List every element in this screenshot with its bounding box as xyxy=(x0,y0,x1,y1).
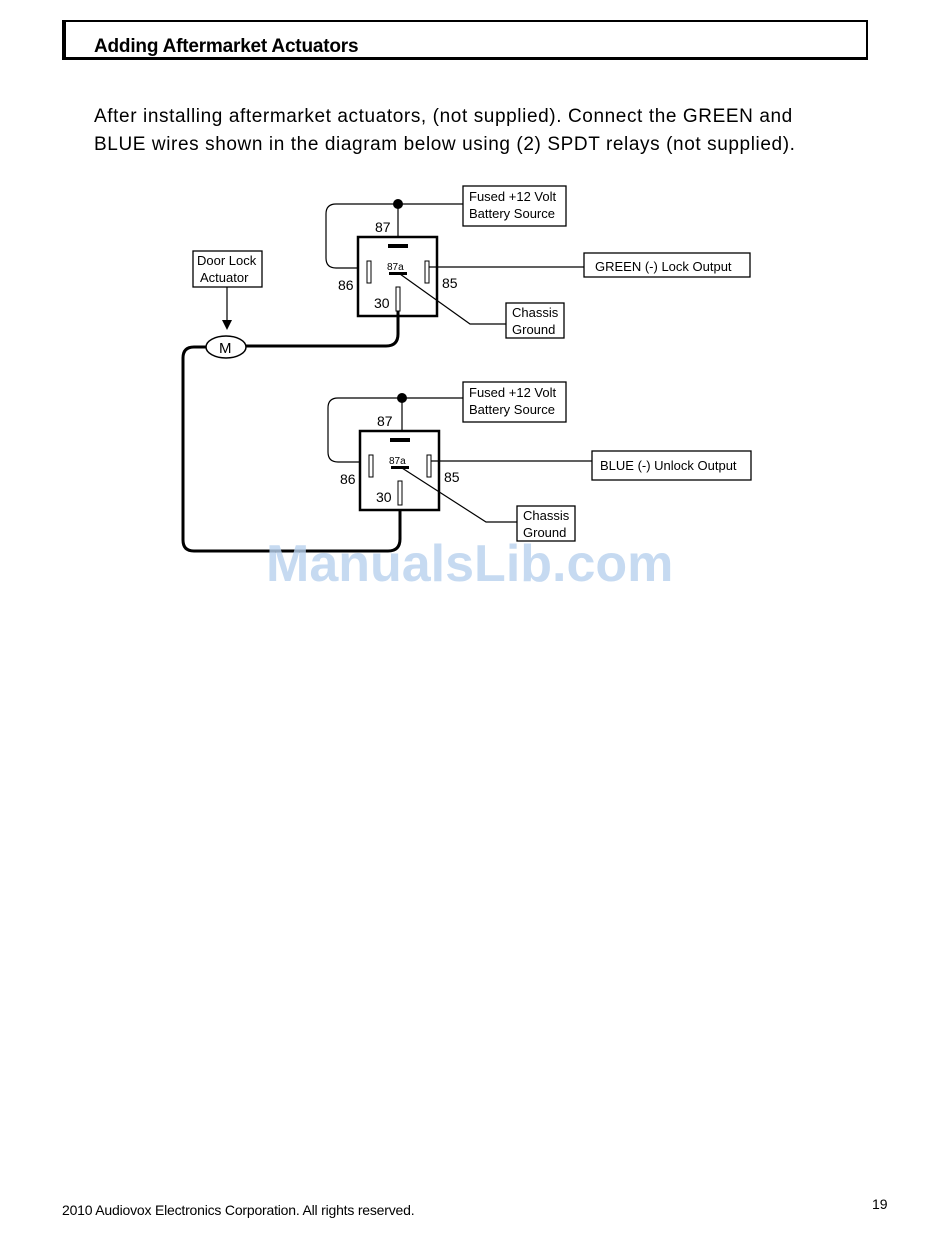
footer-copyright: 2010 Audiovox Electronics Corporation. A… xyxy=(62,1202,415,1218)
relay-top-source-line2: Battery Source xyxy=(469,206,555,221)
motor-label: M xyxy=(219,340,232,357)
relay-top-ground-box xyxy=(505,302,565,339)
relay-bottom-pin-87a: 87a xyxy=(389,456,406,467)
relay-bottom-ground-box xyxy=(516,505,576,542)
intro-line-1: After installing aftermarket actuators, … xyxy=(94,106,793,127)
watermark: ManualsLib.com xyxy=(266,535,674,593)
relay-top-pin-86: 86 xyxy=(338,277,354,293)
relay-top-source-line1: Fused +12 Volt xyxy=(469,189,556,204)
relay-bottom-pin-87: 87 xyxy=(377,413,393,429)
page-title: Adding Aftermarket Actuators xyxy=(94,36,359,57)
relay-top: Fused +12 Volt Battery Source 87 87a 86 … xyxy=(246,185,751,348)
relay-top-pin-87: 87 xyxy=(375,219,391,235)
arrow-down-icon xyxy=(222,320,232,330)
intro-line-2: BLUE wires shown in the diagram below us… xyxy=(94,134,796,155)
relay-bottom-output-label: BLUE (-) Unlock Output xyxy=(600,458,737,473)
section-header xyxy=(62,20,868,60)
page-number: 19 xyxy=(872,1196,888,1212)
actuator-label-line1: Door Lock xyxy=(197,253,257,268)
relay-bottom-source-line2: Battery Source xyxy=(469,402,555,417)
actuator-label-box xyxy=(192,250,263,288)
relay-bottom: Fused +12 Volt Battery Source 87 87a 86 … xyxy=(327,381,752,542)
door-lock-actuator: Door Lock Actuator M xyxy=(181,250,402,553)
relay-bottom-source-line1: Fused +12 Volt xyxy=(469,385,556,400)
relay-top-pin-30: 30 xyxy=(374,295,390,311)
actuator-label-line2: Actuator xyxy=(200,270,249,285)
relay-bottom-pin-30: 30 xyxy=(376,489,392,505)
intro-paragraph: After installing aftermarket actuators, … xyxy=(94,103,854,159)
relay-top-ground-line2: Ground xyxy=(512,322,555,337)
relay-top-pin-85: 85 xyxy=(442,275,458,291)
relay-top-source-box xyxy=(462,185,567,227)
relay-top-output-box xyxy=(583,252,751,278)
relay-bottom-source-box xyxy=(462,381,567,423)
relay-bottom-output-box xyxy=(591,450,752,481)
relay-top-pin-87a: 87a xyxy=(387,262,404,273)
relay-top-ground-line1: Chassis xyxy=(512,305,559,320)
relay-bottom-ground-line1: Chassis xyxy=(523,508,570,523)
relay-bottom-pin-86: 86 xyxy=(340,471,356,487)
relay-bottom-ground-line2: Ground xyxy=(523,525,566,540)
relay-bottom-pin-85: 85 xyxy=(444,469,460,485)
relay-top-output-label: GREEN (-) Lock Output xyxy=(595,259,732,274)
